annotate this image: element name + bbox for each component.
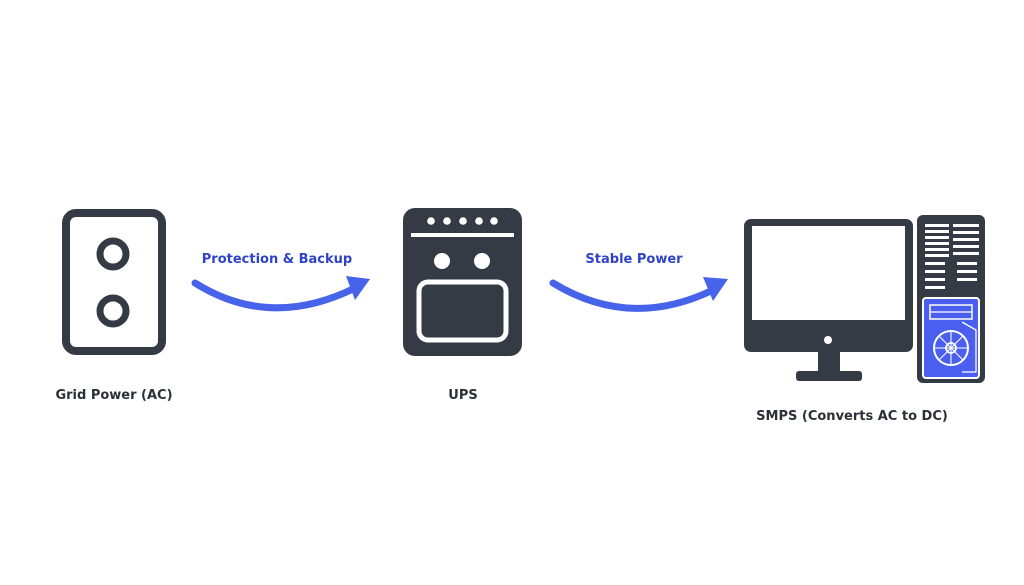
wall-socket-icon bbox=[62, 209, 166, 355]
node-label-smps: SMPS (Converts AC to DC) bbox=[756, 409, 948, 424]
edge-label-protection-backup: Protection & Backup bbox=[201, 252, 353, 267]
arrow-ups-to-computer bbox=[549, 277, 728, 312]
arrow-grid-to-ups bbox=[191, 276, 370, 312]
ups-icon bbox=[403, 208, 522, 356]
node-label-grid-power: Grid Power (AC) bbox=[55, 388, 173, 403]
desktop-computer-icon bbox=[744, 215, 985, 383]
node-label-ups: UPS bbox=[448, 388, 478, 403]
edge-label-stable-power: Stable Power bbox=[585, 252, 683, 267]
